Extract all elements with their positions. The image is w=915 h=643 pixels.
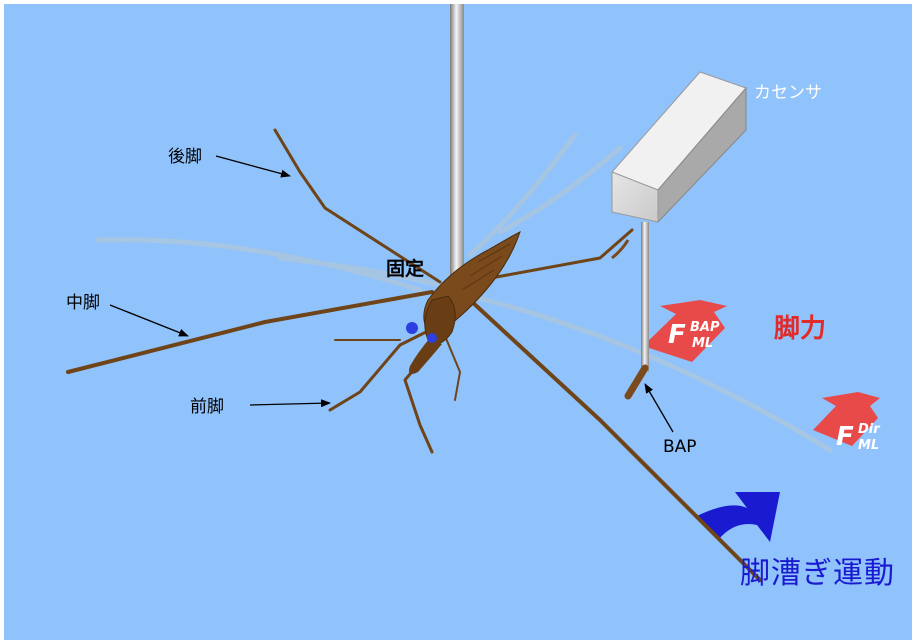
- force-arrow-dir: [813, 392, 880, 446]
- force-symbol-bap-sup: BAP: [690, 320, 720, 335]
- label-mid-leg: 中脚: [66, 293, 100, 313]
- force-symbol-bap-sub: ML: [692, 336, 714, 351]
- force-sensor-box: [611, 71, 747, 224]
- insect-body: [409, 231, 521, 374]
- label-rowing-motion: 脚漕ぎ運動: [740, 556, 895, 591]
- fixation-rod: [450, 4, 464, 288]
- pointer-mid-leg: [109, 304, 189, 337]
- force-symbol-dir-main: F: [836, 422, 854, 452]
- pointer-fore-leg: [249, 399, 331, 408]
- sensor-probe: [641, 222, 649, 372]
- leg-shadows: [95, 132, 833, 453]
- label-force-sensor: カセンサ: [754, 83, 822, 103]
- label-leg-force: 脚力: [774, 314, 827, 344]
- rowing-arrow: [697, 492, 780, 542]
- force-arrow-bap: [643, 300, 727, 362]
- insect-legs: [66, 128, 762, 582]
- label-bap: BAP: [663, 437, 697, 457]
- force-symbol-bap-main: F: [668, 320, 686, 350]
- label-hind-leg: 後脚: [168, 147, 202, 167]
- pointer-hind-leg: [215, 155, 291, 178]
- pointer-bap: [644, 383, 674, 433]
- label-fore-leg: 前脚: [190, 397, 224, 417]
- force-symbol-dir-sup: Dir: [858, 422, 880, 437]
- label-fixed: 固定: [386, 258, 425, 280]
- insect-eye: [427, 333, 437, 343]
- insect-eye: [406, 322, 418, 334]
- force-symbol-dir-sub: ML: [858, 438, 880, 453]
- bap-leg-segment: [624, 364, 649, 400]
